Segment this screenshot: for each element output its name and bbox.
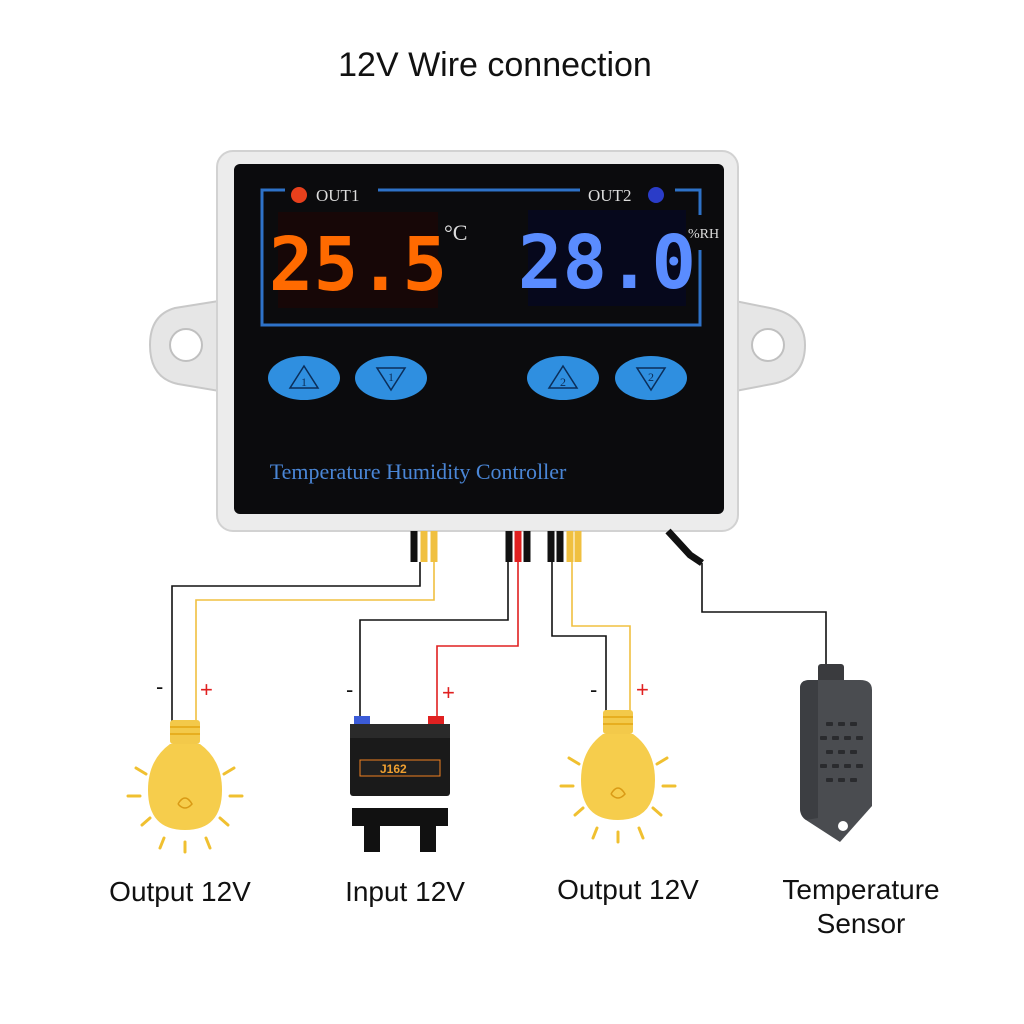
panel-frame xyxy=(260,188,702,327)
button-1-up-body[interactable] xyxy=(268,356,340,400)
down-triangle-icon xyxy=(635,367,667,392)
wiring-lines xyxy=(171,562,827,724)
button-1-up-label: 1 xyxy=(301,375,307,389)
input-caption: Input 12V xyxy=(345,876,465,907)
panel-frame-right xyxy=(675,188,702,215)
product-name: Temperature Humidity Controller xyxy=(270,459,567,484)
output2-plus-sign: + xyxy=(636,677,649,702)
output1-plus-sign: + xyxy=(200,677,213,702)
button-1-up[interactable]: 1 xyxy=(268,356,340,400)
down-triangle-icon xyxy=(375,367,407,392)
temperature-unit: °C xyxy=(444,220,467,245)
right-mounting-hole xyxy=(751,328,785,362)
out2-indicator-led xyxy=(648,187,664,203)
light-bulb-icon xyxy=(126,720,244,854)
sensor-caption-line2: Sensor xyxy=(816,908,906,939)
left-mounting-hole xyxy=(169,328,203,362)
input-negative-wire xyxy=(359,562,509,724)
output-2-caption: Output 12V xyxy=(557,874,699,905)
output1-minus-sign: - xyxy=(156,674,163,699)
input-plus-sign: + xyxy=(442,680,455,705)
battery-label: J162 xyxy=(380,762,407,776)
button-2-down[interactable]: 2 xyxy=(615,356,687,400)
button-2-up[interactable]: 2 xyxy=(527,356,599,400)
diagram-title: 12V Wire connection xyxy=(338,46,652,84)
button-2-down-body[interactable] xyxy=(615,356,687,400)
sensor-probe-icon xyxy=(800,664,872,842)
button-1-down-label: 1 xyxy=(388,370,394,384)
up-triangle-icon xyxy=(288,364,320,389)
button-1-down-body[interactable] xyxy=(355,356,427,400)
humidity-unit: %RH xyxy=(688,227,719,242)
output1-positive-wire xyxy=(195,562,435,722)
button-2-up-label: 2 xyxy=(560,375,566,389)
light-bulb-icon xyxy=(559,710,677,844)
input-positive-wire xyxy=(436,562,519,724)
temperature-reading: 25.5 xyxy=(269,222,447,308)
button-2-up-body[interactable] xyxy=(527,356,599,400)
humidity-reading: 28.0 xyxy=(518,220,696,306)
button-1-down[interactable]: 1 xyxy=(355,356,427,400)
battery-icon: J162 xyxy=(350,716,450,852)
output2-minus-sign: - xyxy=(590,677,597,702)
out2-label: OUT2 xyxy=(588,186,631,205)
humidity-display xyxy=(528,210,686,306)
input-minus-sign: - xyxy=(346,677,353,702)
out1-label: OUT1 xyxy=(316,186,359,205)
output2-negative-wire xyxy=(551,562,607,712)
output-1-caption: Output 12V xyxy=(109,876,251,907)
button-2-down-label: 2 xyxy=(648,370,654,384)
wire-stubs xyxy=(410,528,704,566)
output1-negative-wire xyxy=(171,562,421,722)
sensor-wire xyxy=(701,563,827,668)
temperature-display xyxy=(278,212,438,308)
sensor-caption-line1: Temperature xyxy=(782,874,940,905)
controller-device: OUT1 OUT2 25.5 °C 28.0 %RH 1 1 2 2 T xyxy=(148,150,807,532)
out1-indicator-led xyxy=(291,187,307,203)
up-triangle-icon xyxy=(547,364,579,389)
output2-positive-wire xyxy=(571,562,631,712)
